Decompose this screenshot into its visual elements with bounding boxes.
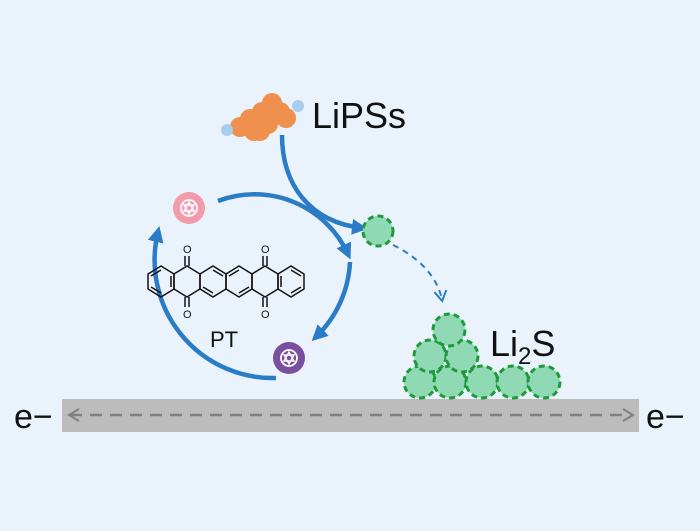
cycle-arrow-top: [217, 192, 352, 260]
pt-reduced-icon: [273, 342, 305, 374]
pt-oxidized-icon: [173, 192, 205, 224]
oxygen-label: O: [183, 309, 192, 321]
electrode: [62, 399, 639, 432]
oxygen-label: O: [261, 244, 270, 256]
deposition-arrow: [392, 244, 448, 303]
catalytic-cycle: [147, 192, 353, 381]
li2s-particle: [464, 364, 500, 400]
li2s-particle: [495, 364, 531, 400]
cycle-arrow-left: [147, 226, 277, 381]
lipss-label: LiPSs: [312, 95, 406, 136]
electron-label-right: e−: [646, 398, 685, 436]
quinone-ring: [251, 265, 279, 298]
pt-label: PT: [210, 327, 238, 352]
li2s-label: Li2S: [490, 323, 555, 370]
electron-label-left: e−: [14, 398, 53, 436]
li2s-particle-intermediate: [361, 214, 395, 248]
lipss-molecule: [221, 93, 304, 141]
pt-molecule-structure: [147, 256, 305, 307]
cycle-arrow-right: [311, 261, 353, 342]
li2s-particle: [431, 312, 467, 348]
sulfur-atom: [276, 108, 296, 128]
li2s-deposit: [402, 312, 562, 400]
lithium-atom: [221, 124, 233, 136]
oxygen-label: O: [183, 244, 192, 256]
lithium-atom: [292, 100, 304, 112]
li2s-particle: [526, 364, 562, 400]
quinone-ring: [173, 265, 201, 298]
lipss-conversion-arrow: [279, 134, 368, 235]
benzene-ring: [277, 265, 305, 298]
oxygen-label: O: [261, 309, 270, 321]
sulfur-atom: [250, 121, 270, 141]
